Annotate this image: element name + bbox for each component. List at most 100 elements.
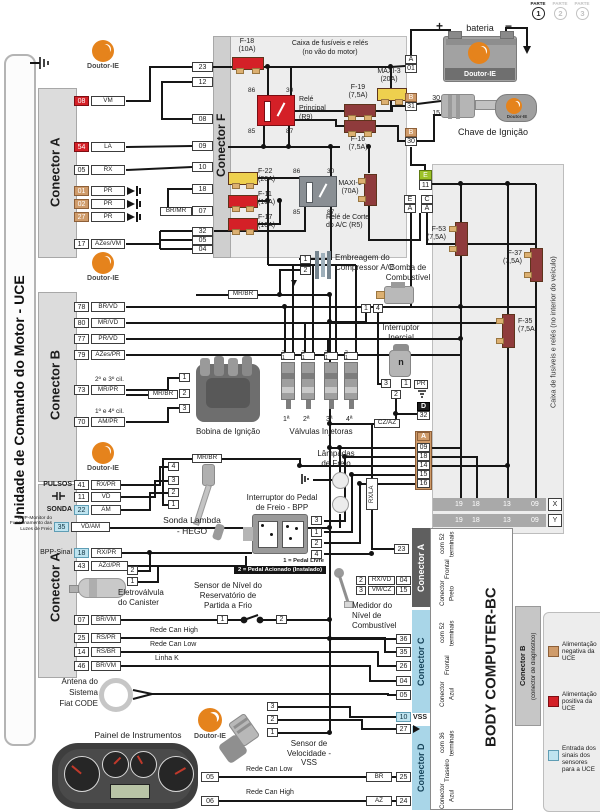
xy-row-y — [433, 514, 546, 527]
wire-br: BR — [366, 772, 392, 782]
rele-principal-30: 30 — [286, 87, 294, 94]
acol-18: 18 — [417, 452, 430, 461]
inj3-pins: 2 1 — [324, 351, 338, 361]
bc-vss-label: VSS — [413, 714, 428, 721]
bc-d-d1: Conector Azul — [439, 783, 456, 810]
fuse-f17-icon — [228, 218, 258, 235]
pin-a22: 22 — [74, 505, 89, 515]
fuse-f18-amp: (10A) — [238, 46, 256, 53]
bc-pin-26: 26 — [396, 661, 411, 671]
battery-doutor-logo-icon — [468, 42, 490, 64]
x-13: 13 — [503, 501, 511, 508]
pin-b70: 70 — [74, 417, 89, 427]
fuse-f11-name: F-11 — [258, 191, 272, 198]
wire-brvd: BR/VD — [91, 302, 125, 312]
vss-pin-1: 1 — [267, 728, 278, 737]
rele-principal-label-1: Relé — [299, 96, 314, 103]
engine-fusebox-title-1: Caixa de fusíveis e relés — [291, 40, 369, 47]
parte-page-3: 3 — [576, 7, 589, 20]
bc-conector-d-bar: Conector D — [412, 726, 430, 810]
sonda-label: SONDA — [46, 506, 72, 513]
rele-ac-87: 87 — [327, 209, 335, 216]
brake-bulb-2-icon — [332, 496, 349, 513]
cluster-lcd — [110, 784, 150, 799]
wire-rspr: RS/PR — [91, 633, 121, 643]
legend-neg-label: Alimentação negativa da UCE — [562, 641, 597, 663]
inj-tag-4: 4ª — [346, 416, 353, 423]
inj4-pins: 2 1 — [344, 351, 358, 361]
fuse-f11-amp: (10A) — [258, 199, 276, 206]
key-brand: Doutor-IE — [506, 114, 528, 119]
fuse-f53-amp: (7,5A) — [426, 234, 446, 241]
bc-title: BODY COMPUTER-BC — [482, 587, 500, 747]
wire-vdam: VD/AM — [71, 522, 110, 532]
legend-panel — [543, 612, 600, 812]
inertia-switch-icon: n — [389, 344, 411, 377]
inercial-pin-1: 1 — [401, 379, 411, 388]
wire-la: LA — [91, 142, 125, 152]
pinf-18: 18 — [192, 184, 213, 194]
wire-vd: VD — [91, 492, 121, 502]
pinf-12: 12 — [192, 77, 213, 87]
canister-pin-1: 1 — [127, 577, 138, 586]
wire-vmcz: VM/CZ — [368, 586, 395, 595]
bc-a-d1: Conector Preto — [439, 580, 456, 606]
battery-plus: + — [436, 19, 444, 33]
pin-a54: 54 — [74, 142, 89, 152]
x-09: 09 — [531, 501, 539, 508]
fuse-f37-icon — [524, 248, 543, 282]
pin-a01: 01 — [74, 186, 89, 196]
fuse-f19-amp: (7,5A) — [348, 92, 368, 99]
legend-ent-label: Entrada dos sinais dos sensores para a U… — [562, 745, 596, 774]
fuse-maxi3-amp: (20A) — [380, 76, 398, 83]
wire-ampr: AM/PR — [91, 417, 125, 427]
pin-a05: 05 — [74, 165, 89, 175]
fuse-maxi1-amp: (70A) — [341, 188, 359, 195]
bc-pin-04: 04 — [396, 576, 411, 585]
ignition-coil-icon — [196, 356, 260, 422]
rele-principal-label-2: Principal — [299, 105, 326, 112]
sonda-label-1: Sonda Lambda — [163, 515, 221, 525]
wire-rxpr-18: RX/PR — [91, 548, 122, 558]
injetoras-label: Válvulas Injetoras — [289, 427, 353, 436]
bomba-pin-1: 1 — [361, 304, 371, 313]
doutor-logo-text-4: Doutor-IE — [194, 733, 226, 740]
gauge-temp — [130, 751, 157, 778]
bc-pin-10: 10 — [396, 712, 411, 722]
painel-pin-06: 06 — [201, 796, 219, 806]
fuel-gauge-icon — [334, 568, 354, 608]
pin-a08: 08 — [74, 96, 89, 106]
uce-connector-b-slab — [38, 292, 77, 482]
wire-azespr: AZes/PR — [91, 350, 125, 360]
wire-mrpr: MR/PR — [91, 385, 125, 395]
bc-conector-b-desc: (conector de diagnóstico) — [531, 632, 537, 700]
key-label: Chave de Ignição — [458, 127, 529, 137]
fuse-f16-amp: (7,5A) — [348, 144, 368, 151]
x-19: 19 — [455, 501, 463, 508]
rede-can-low2-label: Rede Can Low — [246, 766, 293, 773]
uce-bracket — [4, 54, 36, 746]
fuse-maxi1-icon — [358, 174, 377, 206]
bc-conector-c-bar: Conector C — [412, 610, 430, 713]
medidor-pin-3: 3 — [356, 586, 366, 595]
uce-connector-a-top-label: Conector A — [47, 137, 63, 208]
inj2-pins: 2 1 — [301, 351, 315, 361]
inercial-label-2: Inercial — [388, 333, 414, 342]
rede-can-high2-label: Rede Can High — [246, 789, 294, 796]
link-ca-c: C — [421, 195, 433, 204]
doutor-logo-icon-4 — [198, 708, 222, 732]
acol-15: 15 — [417, 470, 430, 479]
bobina-pin-1: 1 — [179, 373, 190, 382]
pinf-07: 07 — [192, 206, 213, 216]
medidor-label-2: Nível de — [352, 611, 382, 620]
fuse-maxi1-name: MAXI-1 — [338, 180, 362, 187]
rele-principal-87: 87 — [286, 128, 294, 135]
doutor-logo-text-3: Doutor-IE — [87, 465, 119, 472]
wire-mrbr-1: MR/BR — [228, 290, 258, 299]
canister-label-1: Eletroválvula — [118, 588, 164, 597]
xy-label-y: Y — [548, 514, 562, 527]
doutor-logo-icon-2 — [92, 252, 114, 274]
engine-fusebox-title-2: (no vão do motor) — [302, 49, 358, 56]
rele-ac-85: 85 — [293, 209, 301, 216]
wire-brvm-07: BR/VM — [91, 615, 121, 625]
